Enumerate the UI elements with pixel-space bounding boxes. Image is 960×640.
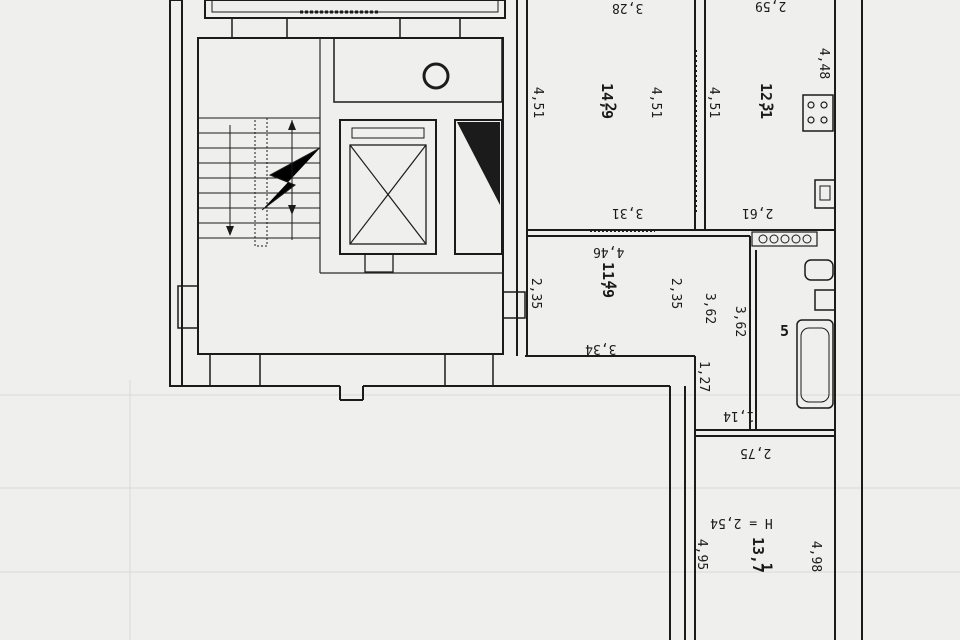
dimension-label: 4,46 bbox=[593, 244, 624, 259]
room-area-label: 13,7 bbox=[749, 537, 767, 573]
washbasin-icon bbox=[814, 289, 836, 311]
room-number-label: 3 bbox=[759, 102, 777, 111]
dimension-label: 2,35 bbox=[528, 278, 543, 309]
room-number-label: 4 bbox=[602, 280, 620, 289]
dimension-label: 2,75 bbox=[740, 445, 771, 460]
room-area-label: 11,9 bbox=[599, 262, 617, 298]
stove-icon bbox=[802, 94, 834, 132]
dimension-label: 2,61 bbox=[742, 205, 773, 220]
exterior-walls bbox=[169, 0, 863, 640]
fixtures bbox=[751, 94, 836, 409]
kitchen-sink-icon bbox=[814, 179, 836, 209]
dimension-label: 2,35 bbox=[668, 278, 683, 309]
dimension-label: 4,95 bbox=[694, 539, 709, 570]
elevator-machine-box bbox=[333, 37, 503, 103]
dimension-label: 4,51 bbox=[706, 87, 721, 118]
toilet-icon bbox=[804, 259, 834, 281]
dimension-label: 4,48 bbox=[816, 48, 831, 79]
round-fixture-icon bbox=[422, 62, 450, 90]
elevator-counterweight bbox=[457, 122, 500, 205]
dimension-label: 3,31 bbox=[612, 205, 643, 220]
dimension-label: 4,51 bbox=[530, 87, 545, 118]
room-area-label: 12,1 bbox=[757, 83, 775, 119]
bathtub-icon bbox=[796, 319, 834, 409]
dimension-label: 1,27 bbox=[696, 361, 711, 392]
room-area-label: 14,9 bbox=[598, 83, 616, 119]
dimension-label: 3,34 bbox=[585, 341, 616, 356]
stair-arrow-icons bbox=[226, 120, 296, 236]
dimension-label: 3,28 bbox=[612, 0, 643, 15]
room-number-label: 2 bbox=[602, 102, 620, 111]
dimension-label: 2,59 bbox=[755, 0, 786, 13]
apartment-walls bbox=[516, 0, 835, 437]
faint-background-lines bbox=[0, 380, 960, 640]
left-wall-strip bbox=[169, 0, 183, 387]
room-number-label: 1 bbox=[758, 562, 776, 571]
stair-core bbox=[177, 37, 526, 387]
dimension-label: 3,62 bbox=[702, 293, 717, 324]
labels: 3,28 2,59 4,48 14,9 2 4,51 4,51 4,51 12,… bbox=[528, 0, 831, 573]
pipe-duct bbox=[751, 231, 818, 247]
ceiling-height-label: H = 2,54 bbox=[710, 515, 773, 530]
dimension-label: 4,98 bbox=[808, 541, 823, 572]
dimension-label: 1,14 bbox=[723, 408, 754, 423]
dimension-label: 3,62 bbox=[732, 306, 747, 337]
stair-treads bbox=[198, 117, 321, 247]
dimension-label: 4,51 bbox=[648, 87, 663, 118]
room-number-label: 5 bbox=[780, 322, 789, 340]
elevator-shaft-2 bbox=[454, 119, 503, 255]
